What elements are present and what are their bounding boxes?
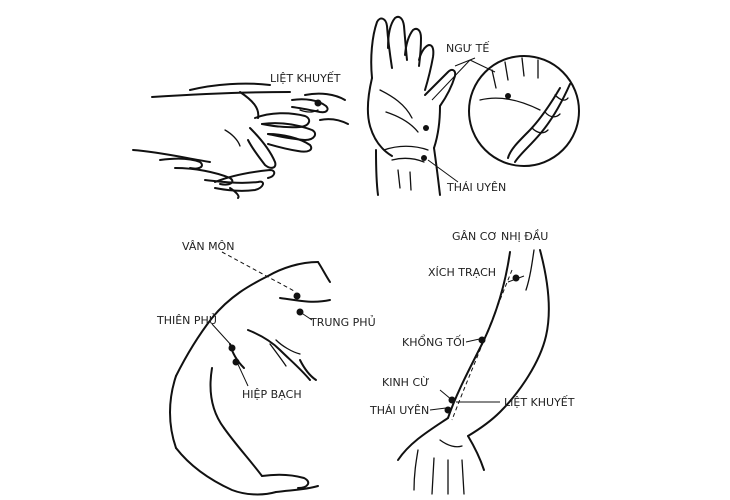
point-kinh-cu: [449, 397, 456, 404]
point-ngu-te-palm: [423, 125, 429, 131]
point-hiep-bach: [233, 359, 240, 366]
point-liet-khuyet-top: [315, 100, 322, 107]
panel-palm: NGƯ TẾ THÁI UYÊN: [368, 17, 579, 195]
label-thien-phu: THIÊN PHỦ: [156, 313, 217, 327]
point-khong-toi: [479, 337, 486, 344]
panel-shoulder-arm: VÂN MÔN THIÊN PHỦ TRUNG PHỦ HIỆP BẠCH: [156, 240, 376, 494]
point-thien-phu: [229, 345, 236, 352]
label-thai-uyen-top: THÁI UYÊN: [446, 181, 506, 194]
point-xich-trach: [513, 275, 520, 282]
label-van-mon: VÂN MÔN: [182, 240, 234, 253]
point-trung-phu: [297, 309, 304, 316]
point-thai-uyen-bottom: [445, 407, 452, 414]
label-thai-uyen-bottom: THÁI UYÊN: [369, 404, 429, 417]
label-gan-co-nhi-dau: GÂN CƠ NHỊ ĐẦU: [452, 229, 548, 243]
label-liet-khuyet-bottom: LIỆT KHUYẾT: [504, 395, 575, 409]
point-ngu-te-zoom: [505, 93, 511, 99]
label-ngu-te: NGƯ TẾ: [446, 41, 489, 55]
label-hiep-bach: HIỆP BẠCH: [242, 388, 302, 401]
point-van-mon: [294, 293, 301, 300]
label-xich-trach: XÍCH TRẠCH: [428, 266, 496, 279]
panel-forearm: GÂN CƠ NHỊ ĐẦU XÍCH TRẠCH KHỔNG TỐI KINH…: [369, 229, 575, 494]
label-trung-phu: TRUNG PHỦ: [309, 315, 376, 329]
label-khong-toi: KHỔNG TỐI: [402, 334, 465, 349]
label-kinh-cu: KINH CỪ: [382, 376, 430, 389]
label-liet-khuyet-top: LIỆT KHUYẾT: [270, 71, 341, 85]
panel-clasped-hands: LIỆT KHUYẾT: [133, 71, 348, 198]
point-thai-uyen-top: [421, 155, 427, 161]
